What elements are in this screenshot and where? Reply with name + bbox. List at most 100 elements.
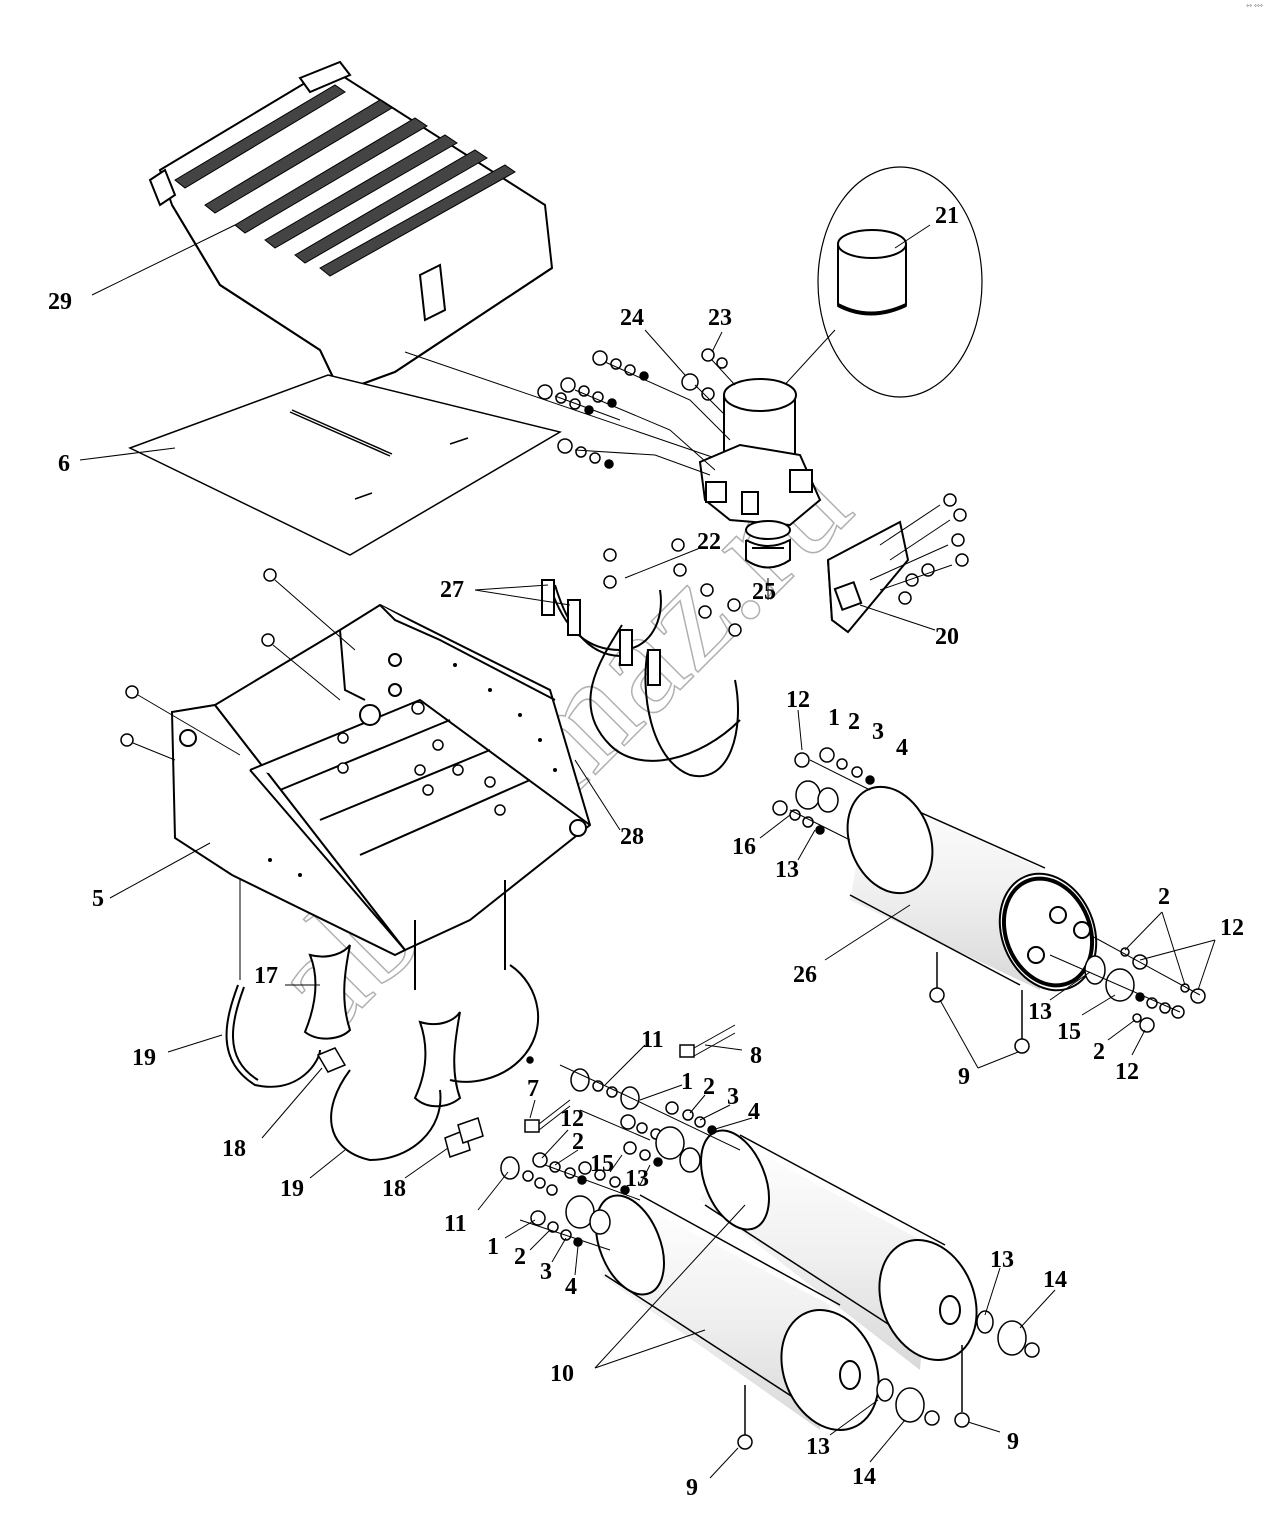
leader-15a <box>1082 995 1115 1015</box>
bracket-20 <box>828 522 908 632</box>
dryer-silencer <box>746 521 790 568</box>
leader-3c <box>552 1238 566 1262</box>
leader-12d <box>542 1130 568 1158</box>
leader-15b <box>610 1155 622 1172</box>
callout-3-c: 3 <box>540 1259 552 1285</box>
frame-nuts <box>121 569 505 815</box>
leader-7 <box>530 1100 535 1118</box>
tank-pads-18 <box>318 1048 483 1157</box>
leader-26 <box>825 905 910 960</box>
callout-6: 6 <box>58 451 70 477</box>
tank-straps-19 <box>227 880 539 1160</box>
leader-12b-2 <box>1198 940 1215 990</box>
tank26-left-fittings <box>773 748 874 834</box>
leader-19a <box>168 1035 222 1052</box>
callout-2-a: 2 <box>848 709 860 735</box>
leader-13c <box>640 1165 650 1185</box>
filter-cartridge <box>838 230 906 314</box>
callout-19-a: 19 <box>132 1045 156 1071</box>
leader-14a <box>1020 1290 1055 1328</box>
callout-29: 29 <box>48 289 72 315</box>
air-dryer <box>700 379 820 525</box>
callout-13-a: 13 <box>775 857 799 883</box>
callout-13-e: 13 <box>806 1434 830 1460</box>
leader-29 <box>92 225 235 295</box>
leader-9a-2 <box>978 1052 1018 1068</box>
callout-27: 27 <box>440 577 464 603</box>
battery-frame <box>172 605 590 955</box>
callout-18-b: 18 <box>382 1176 406 1202</box>
callout-5: 5 <box>92 886 104 912</box>
leader-2e <box>555 1150 578 1165</box>
callout-2-b: 2 <box>1158 884 1170 910</box>
leader-1c <box>505 1220 535 1238</box>
leader-2d <box>690 1095 705 1113</box>
leader-13b <box>1050 972 1090 1000</box>
callout-12-c: 12 <box>1115 1059 1139 1085</box>
callout-1-c: 1 <box>487 1234 499 1260</box>
leader-18b <box>405 1148 448 1178</box>
frame-nut-lines <box>133 580 355 760</box>
callout-16: 16 <box>732 834 756 860</box>
leader-11a <box>605 1045 645 1085</box>
corner-mark: °° °°° <box>1246 4 1263 11</box>
callout-9-a: 9 <box>958 1064 970 1090</box>
tank26-right-lines <box>1050 935 1200 1012</box>
bracket-bolt-lines <box>870 505 952 590</box>
leader-3b <box>700 1105 730 1120</box>
callout-1-b: 1 <box>681 1069 693 1095</box>
insulating-mat <box>130 375 560 555</box>
leader-16 <box>760 815 790 838</box>
strap-bolts <box>604 539 741 636</box>
callout-22: 22 <box>697 529 721 555</box>
tank-straps-27 <box>542 580 740 776</box>
callout-14-b: 14 <box>852 1464 876 1490</box>
callout-15-a: 15 <box>1057 1019 1081 1045</box>
callout-24: 24 <box>620 305 644 331</box>
leader-24 <box>645 330 685 375</box>
callout-11-b: 11 <box>444 1211 467 1237</box>
callout-9-b: 9 <box>1007 1429 1019 1455</box>
leader-19b <box>310 1150 345 1178</box>
leader-2f <box>530 1230 550 1250</box>
callout-13-c: 13 <box>625 1166 649 1192</box>
leader-11b <box>478 1172 508 1210</box>
leader-28 <box>575 760 620 830</box>
leader-5 <box>110 843 210 898</box>
callout-12-a: 12 <box>786 687 810 713</box>
frame-small-holes <box>268 663 557 877</box>
tank26-left-lines <box>790 760 870 840</box>
callout-8: 8 <box>750 1043 762 1069</box>
leader-9a-1 <box>940 1000 978 1068</box>
callout-2-d: 2 <box>703 1074 715 1100</box>
callout-3-a: 3 <box>872 719 884 745</box>
leader-9b <box>968 1422 1000 1432</box>
callout-2-c: 2 <box>1093 1039 1105 1065</box>
leader-23 <box>712 332 722 352</box>
leader-27a <box>475 585 548 590</box>
leader-1b <box>640 1085 682 1100</box>
callout-4-b: 4 <box>748 1099 760 1125</box>
leader-4b <box>712 1118 752 1130</box>
leader-21 <box>895 225 930 248</box>
dryer-fittings <box>538 349 727 468</box>
callout-19-b: 19 <box>280 1176 304 1202</box>
callout-9-c: 9 <box>686 1475 698 1501</box>
callout-2-f: 2 <box>514 1244 526 1270</box>
filter-detail-circle <box>818 167 982 397</box>
tank-supports-17 <box>305 945 460 1106</box>
tank10-pipes <box>520 1025 740 1250</box>
callout-10: 10 <box>550 1361 574 1387</box>
tank10-front-fittings <box>501 1045 716 1246</box>
leader-6 <box>80 448 175 460</box>
leader-18a <box>262 1068 322 1138</box>
callout-26: 26 <box>793 962 817 988</box>
callout-13-b: 13 <box>1028 999 1052 1025</box>
tank26-drain <box>930 952 1029 1053</box>
leader-8 <box>705 1045 742 1050</box>
leader-13d <box>985 1268 1000 1315</box>
leader-9c <box>710 1448 738 1478</box>
tank26-right-fittings <box>1085 948 1205 1032</box>
callout-21: 21 <box>935 203 959 229</box>
